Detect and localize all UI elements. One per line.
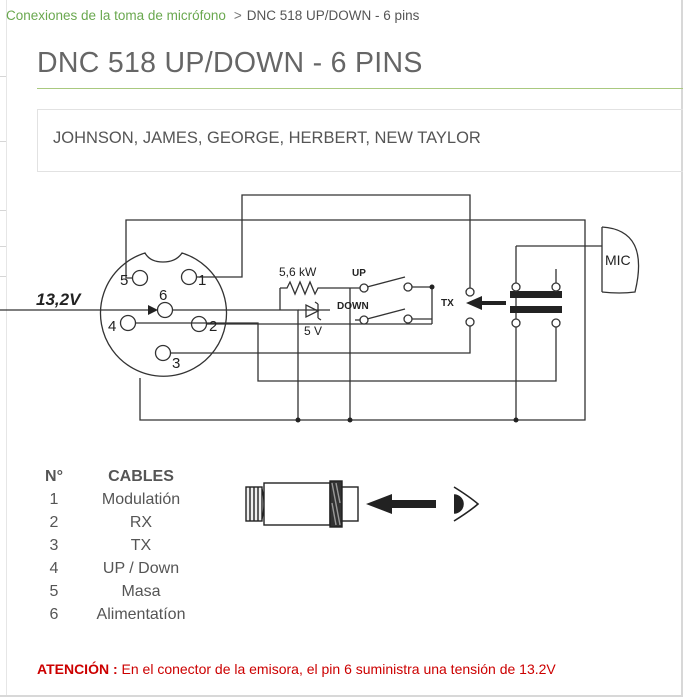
- connector-ring-knurl: [331, 482, 341, 526]
- connector-face-icon: [341, 486, 359, 522]
- up-switch-contact: [359, 283, 369, 293]
- connector-view-illustration: [245, 480, 480, 528]
- updown-wire: [135, 322, 557, 382]
- pin-3-label: 3: [172, 355, 180, 372]
- mic-label: MIC: [605, 252, 631, 268]
- eye-pupil-icon: [454, 495, 463, 513]
- pin-number: 3: [49, 536, 59, 554]
- up-switch-lever: [366, 276, 406, 288]
- view-direction-arrow-icon: [366, 494, 436, 514]
- cable-function: Modulatión: [101, 490, 181, 508]
- table-row: 1 Modulatión: [30, 488, 204, 511]
- zener-lead: [280, 309, 299, 420]
- cable-function: TX: [130, 536, 152, 554]
- breadcrumb-separator: >: [233, 8, 242, 23]
- pin-5-hole: [131, 269, 149, 287]
- breadcrumb: Conexiones de la toma de micrófono > DNC 5…: [6, 8, 419, 23]
- ptt-contact: [511, 318, 521, 328]
- up-switch-label: UP: [352, 268, 366, 279]
- ptt-contact: [551, 318, 561, 328]
- table-row: 5 Masa: [30, 580, 204, 603]
- junction-dot: [513, 417, 519, 423]
- sidebar-divider: [0, 141, 6, 142]
- pin-2-label: 2: [209, 318, 217, 335]
- down-switch-label: DOWN: [337, 301, 369, 312]
- wiring-schematic: 13,2V 5 1 4 6 2 3 5,6 kW 5 V UP DOWN TX …: [0, 194, 640, 423]
- tx-contact: [465, 287, 475, 297]
- pin-6-hole: [156, 301, 174, 319]
- modulation-wire: [196, 194, 471, 289]
- down-switch-contact: [403, 314, 413, 324]
- down-switch-contact: [359, 315, 369, 325]
- pin-cable-table: N° CABLES 1 Modulatión 2 RX 3 TX 4 UP / …: [30, 465, 204, 626]
- pin-4-label: 4: [108, 318, 116, 335]
- header-number: N°: [45, 467, 63, 485]
- pin-1-label: 1: [198, 272, 206, 289]
- breadcrumb-parent-link[interactable]: Conexiones de la toma de micrófono: [6, 8, 226, 23]
- sidebar-divider: [0, 276, 6, 277]
- resistor-label: 5,6 kW: [279, 265, 317, 279]
- tx-label: TX: [441, 298, 454, 309]
- cable-function: UP / Down: [102, 559, 180, 577]
- pin-number: 5: [49, 582, 59, 600]
- table-row: 4 UP / Down: [30, 557, 204, 580]
- breadcrumb-current: DNC 518 UP/DOWN - 6 pins: [246, 8, 420, 23]
- tx-wire: [170, 324, 471, 354]
- mic-capsule: [601, 226, 640, 294]
- table-row: 6 Alimentatíon: [30, 603, 204, 626]
- table-row: 3 TX: [30, 534, 204, 557]
- junction-dot: [295, 417, 301, 423]
- tx-arrow-icon: [466, 296, 506, 310]
- ground-wire: [125, 219, 586, 421]
- ptt-contact: [551, 282, 561, 292]
- ptt-switch-icon: [510, 291, 562, 313]
- resistor: [280, 280, 330, 296]
- sidebar-divider: [0, 210, 6, 211]
- title-underline: [37, 88, 683, 89]
- junction-dot: [429, 284, 435, 290]
- pin-5-label: 5: [120, 272, 128, 289]
- ptt-contact: [511, 282, 521, 292]
- cable-function: Alimentatíon: [96, 605, 186, 623]
- pin-number: 4: [49, 559, 59, 577]
- up-switch-contact: [403, 282, 413, 292]
- pin-2-hole: [190, 315, 208, 333]
- compatible-models: JOHNSON, JAMES, GEORGE, HERBERT, NEW TAY…: [53, 129, 481, 147]
- bottom-frame-edge: [0, 695, 683, 697]
- pin-number: 2: [49, 513, 59, 531]
- compatible-models-box: JOHNSON, JAMES, GEORGE, HERBERT, NEW TAY…: [37, 109, 683, 172]
- left-frame-edge: [0, 0, 7, 697]
- pin-number: 6: [49, 605, 59, 623]
- pin-6-label: 6: [159, 287, 167, 304]
- pin-3-hole: [154, 344, 172, 362]
- header-cables: CABLES: [108, 467, 174, 485]
- page-title: DNC 518 UP/DOWN - 6 PINS: [37, 47, 423, 79]
- warning-text: En el conector de la emisora, el pin 6 s…: [121, 661, 556, 677]
- junction-dot: [347, 417, 353, 423]
- pin-4-hole: [119, 314, 137, 332]
- voltage-label: 13,2V: [36, 290, 82, 309]
- connector-nut-grip: [249, 487, 259, 521]
- table-header-row: N° CABLES: [30, 465, 204, 488]
- down-switch-lever: [366, 308, 406, 320]
- supply-arrow-icon: [0, 305, 158, 315]
- cable-function: Masa: [121, 582, 161, 600]
- sidebar-divider: [0, 76, 6, 77]
- connector-body-icon: [263, 482, 331, 526]
- sidebar-divider: [0, 246, 6, 247]
- zener-label: 5 V: [304, 324, 322, 338]
- warning-note: ATENCIÓN : En el conector de la emisora,…: [37, 661, 556, 677]
- pin-number: 1: [49, 490, 59, 508]
- table-row: 2 RX: [30, 511, 204, 534]
- tx-contact: [465, 317, 475, 327]
- right-frame-edge: [681, 0, 683, 697]
- pin-1-hole: [180, 268, 198, 286]
- cable-function: RX: [129, 513, 153, 531]
- warning-label: ATENCIÓN :: [37, 661, 118, 677]
- zener-diode-icon: [305, 301, 322, 321]
